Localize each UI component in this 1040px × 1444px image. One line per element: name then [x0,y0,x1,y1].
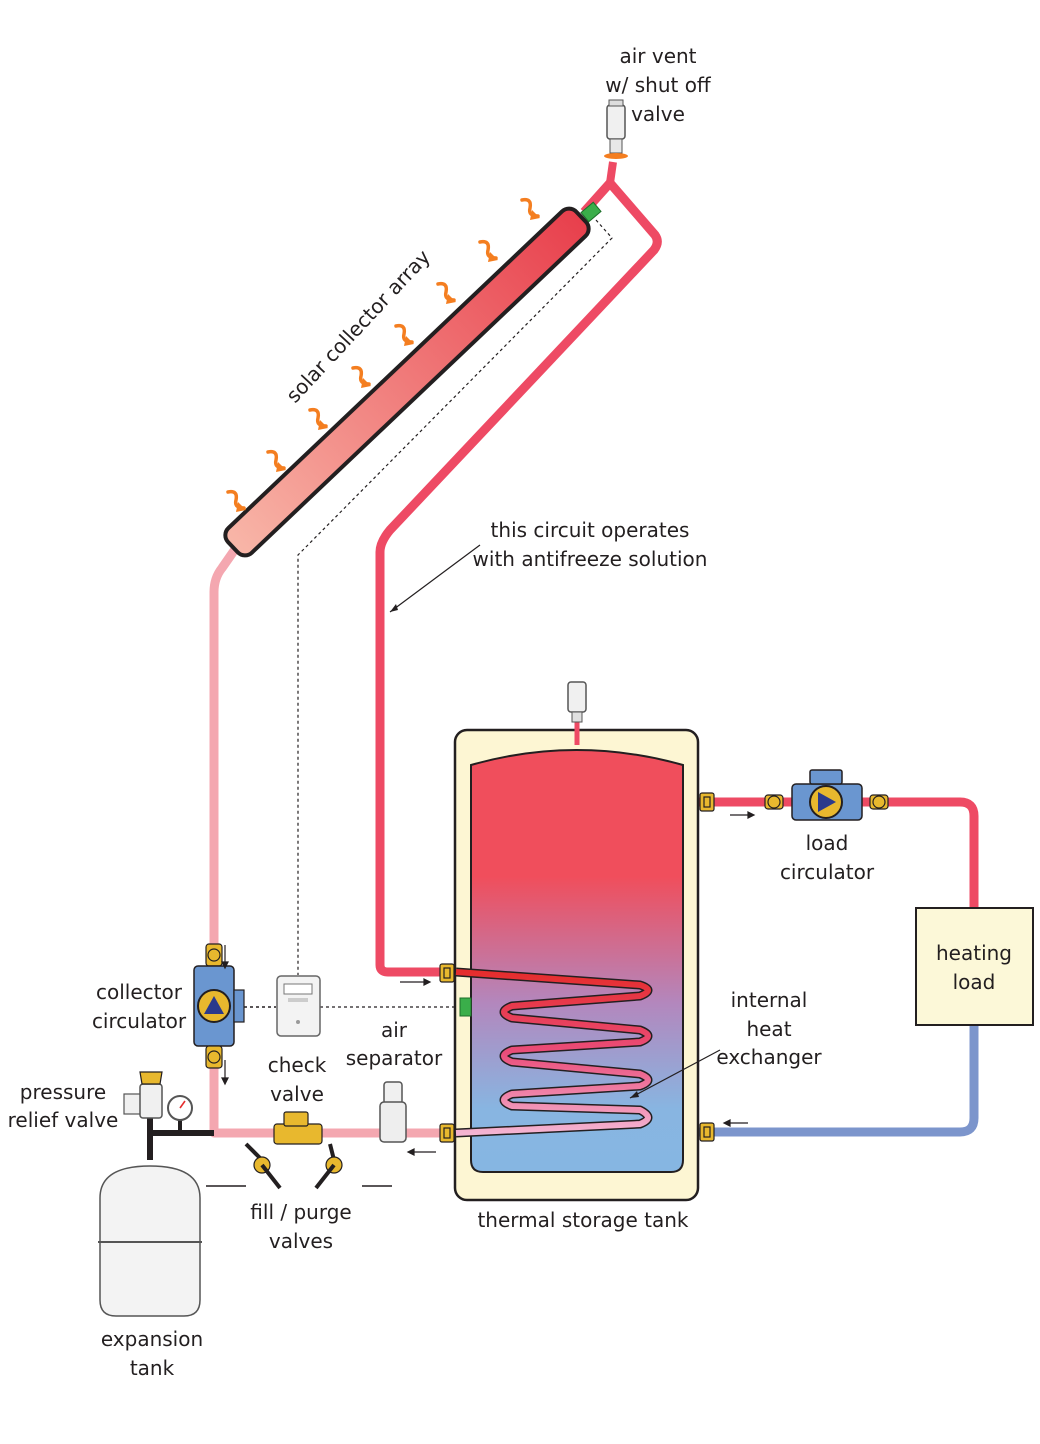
controller-icon [276,975,321,1037]
flow-arrows [221,811,756,1156]
heating-load-box [915,907,1034,1026]
expansion-tank-label-2: tank [130,1356,175,1380]
air-vent-label-2: w/ shut off [605,73,712,97]
air-separator-label-1: air [381,1018,408,1042]
heat-arrow-icon [478,239,498,262]
prv-label-2: relief valve [8,1108,119,1132]
heat-arrow-icon [226,489,246,512]
collector-circulator-label-1: collector [96,980,183,1004]
hx-leader [629,1049,721,1099]
collector-return-pipe [209,542,444,1138]
load-circulator-label-2: circulator [780,860,875,884]
check-valve [273,1111,323,1145]
heat-arrow-icon [520,197,540,220]
collector-sensor-icon [580,201,602,223]
air-separator [379,1081,407,1143]
tank-sensor-icon [459,997,472,1017]
heat-arrow-icon [394,323,414,346]
collector-sensor-wire [297,219,613,975]
circuit-note-2: with antifreeze solution [473,547,708,571]
tank-fittings [439,792,715,1143]
air-separator-label-2: separator [346,1046,443,1070]
coil-fill [455,969,651,1136]
expansion-tank-label-1: expansion [101,1327,203,1351]
heat-arrow-icon [266,449,286,472]
collector-circulator-pump [193,943,245,1069]
heat-arrow-icon [351,365,371,388]
air-vent-stub [606,161,617,184]
tank-air-vent-icon [567,681,587,723]
circuit-note-leader [389,544,481,613]
heating-load-label-2: load [953,970,996,994]
collector-circulator-label-2: circulator [92,1009,187,1033]
heating-load-label-1: heating [936,941,1012,965]
air-vent-label-3: valve [631,102,685,126]
pressure-relief-valve [123,1071,163,1119]
circuit-note-1: this circuit operates [491,518,690,542]
fill-purge-valves [206,1142,392,1190]
prv-label-1: pressure [20,1080,106,1104]
gauge-icon [167,1095,193,1121]
load-circulator-pump [764,769,889,821]
storage-tank-label: thermal storage tank [477,1208,688,1232]
hx-label-2: heat [746,1017,791,1041]
check-valve-label-1: check [268,1053,327,1077]
hx-label-3: exchanger [716,1045,822,1069]
hx-label-1: internal [731,988,808,1012]
fill-purge-label-1: fill / purge [250,1200,351,1224]
fill-purge-label-2: valves [269,1229,333,1253]
sunlight-arrows [226,197,540,512]
air-vent-label-1: air vent [619,44,696,68]
load-return-pipe [684,1024,979,1137]
load-supply-pipe [684,797,979,908]
heat-arrow-icon [308,407,328,430]
air-vent-icon [604,99,628,159]
solar-collector [223,206,591,558]
load-circulator-label-1: load [806,831,849,855]
check-valve-label-2: valve [270,1082,324,1106]
collector-supply-pipe [375,178,662,977]
heat-arrow-icon [436,281,456,304]
